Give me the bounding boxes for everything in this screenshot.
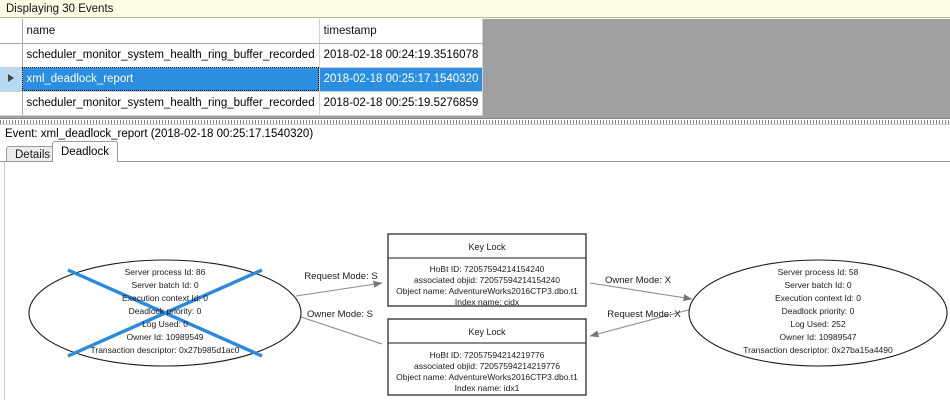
tab-details[interactable]: Details bbox=[6, 146, 60, 162]
keylock-bottom-line-0: HoBt ID: 72057594214219776 bbox=[430, 350, 545, 360]
keylock-bottom-title: Key Lock bbox=[468, 327, 506, 337]
process-node-left[interactable]: Server process Id: 86 Server batch Id: 0… bbox=[28, 259, 302, 367]
process-node-right[interactable]: Server process Id: 58 Server batch Id: 0… bbox=[688, 259, 948, 367]
process-right-line-3: Deadlock priority: 0 bbox=[782, 306, 855, 316]
table-row-selected[interactable]: xml_deadlock_report 2018-02-18 00:25:17.… bbox=[0, 67, 484, 92]
cell-timestamp[interactable]: 2018-02-18 00:24:19.3516078 bbox=[319, 43, 484, 68]
column-header-name[interactable]: name bbox=[22, 19, 320, 44]
process-right-line-0: Server process Id: 58 bbox=[778, 267, 859, 277]
events-grid[interactable]: name timestamp scheduler_monitor_system_… bbox=[0, 19, 950, 119]
cell-timestamp[interactable]: 2018-02-18 00:25:19.5276859 bbox=[319, 91, 484, 116]
edge-request-x[interactable]: Request Mode: X bbox=[589, 307, 697, 338]
cell-timestamp[interactable]: 2018-02-18 00:25:17.1540320 bbox=[319, 67, 484, 92]
horizontal-splitter[interactable] bbox=[0, 119, 950, 125]
tab-strip: Details Deadlock bbox=[0, 141, 950, 162]
process-right-line-6: Transaction descriptor: 0x27ba15a4490 bbox=[743, 345, 893, 355]
process-left-line-6: Transaction descriptor: 0x27b985d1ac0 bbox=[91, 345, 240, 355]
deadlock-graph-canvas[interactable]: Request Mode: S Owner Mode: X Owner Mode… bbox=[0, 161, 950, 400]
cell-name[interactable]: scheduler_monitor_system_health_ring_buf… bbox=[22, 43, 320, 68]
keylock-top-line-1: associated objid: 72057594214154240 bbox=[414, 275, 560, 285]
event-title-label: Event: xml_deadlock_report (2018-02-18 0… bbox=[5, 127, 314, 140]
process-right-line-1: Server batch Id: 0 bbox=[784, 280, 851, 290]
process-left-line-5: Owner Id: 10989549 bbox=[126, 332, 203, 342]
cell-name[interactable]: scheduler_monitor_system_health_ring_buf… bbox=[22, 91, 320, 116]
table-header-row: name timestamp bbox=[0, 19, 484, 44]
column-header-timestamp[interactable]: timestamp bbox=[319, 19, 484, 44]
tab-deadlock[interactable]: Deadlock bbox=[52, 141, 118, 162]
row-arrow-icon bbox=[7, 74, 14, 82]
edge-request-s-label: Request Mode: S bbox=[304, 271, 377, 282]
resource-node-keylock-bottom[interactable]: Key Lock HoBt ID: 72057594214219776 asso… bbox=[387, 318, 587, 396]
row-indicator-cell[interactable] bbox=[0, 67, 23, 92]
process-left-line-3: Deadlock priority: 0 bbox=[129, 306, 202, 316]
edge-owner-x-label: Owner Mode: X bbox=[605, 275, 672, 286]
edge-owner-s[interactable]: Owner Mode: S bbox=[291, 309, 383, 345]
resource-node-keylock-top[interactable]: Key Lock HoBt ID: 72057594214154240 asso… bbox=[387, 233, 587, 307]
event-title-bar: Event: xml_deadlock_report (2018-02-18 0… bbox=[0, 125, 950, 142]
row-indicator-cell[interactable] bbox=[0, 43, 23, 68]
process-left-line-2: Execution context Id: 0 bbox=[122, 293, 208, 303]
table-row[interactable]: scheduler_monitor_system_health_ring_buf… bbox=[0, 91, 484, 116]
row-indicator-cell[interactable] bbox=[0, 91, 23, 116]
process-left-line-0: Server process Id: 86 bbox=[125, 267, 206, 277]
process-right-line-4: Log Used: 252 bbox=[790, 319, 846, 329]
keylock-bottom-line-2: Object name: AdventureWorks2016CTP3.dbo.… bbox=[396, 372, 578, 382]
keylock-top-line-3: Index name: cidx bbox=[455, 297, 520, 307]
keylock-top-line-0: HoBt ID: 72057594214154240 bbox=[430, 264, 545, 274]
keylock-bottom-line-1: associated objid: 72057594214219776 bbox=[414, 361, 560, 371]
edge-request-x-label: Request Mode: X bbox=[607, 309, 681, 320]
process-right-line-5: Owner Id: 10989547 bbox=[779, 332, 856, 342]
column-header-indicator[interactable] bbox=[0, 19, 23, 44]
cell-name[interactable]: xml_deadlock_report bbox=[22, 67, 320, 92]
keylock-bottom-line-3: Index name: idx1 bbox=[455, 383, 520, 393]
deadlock-victim-cross-icon bbox=[67, 268, 263, 358]
events-count-label: Displaying 30 Events bbox=[6, 2, 114, 15]
canvas-left-rail bbox=[0, 162, 5, 400]
keylock-top-line-2: Object name: AdventureWorks2016CTP3.dbo.… bbox=[396, 286, 578, 296]
table-row[interactable]: scheduler_monitor_system_health_ring_buf… bbox=[0, 43, 484, 68]
events-table: name timestamp scheduler_monitor_system_… bbox=[0, 19, 484, 116]
deadlock-graph-svg: Request Mode: S Owner Mode: X Owner Mode… bbox=[28, 233, 948, 396]
edge-request-s[interactable]: Request Mode: S bbox=[295, 271, 383, 297]
edge-owner-s-label: Owner Mode: S bbox=[307, 309, 373, 320]
process-left-line-4: Log Used: 0 bbox=[142, 319, 188, 329]
events-count-banner: Displaying 30 Events bbox=[0, 0, 950, 18]
edge-owner-x[interactable]: Owner Mode: X bbox=[589, 275, 693, 302]
process-right-line-2: Execution context Id: 0 bbox=[775, 293, 861, 303]
keylock-top-title: Key Lock bbox=[468, 242, 506, 252]
process-left-line-1: Server batch Id: 0 bbox=[131, 280, 198, 290]
